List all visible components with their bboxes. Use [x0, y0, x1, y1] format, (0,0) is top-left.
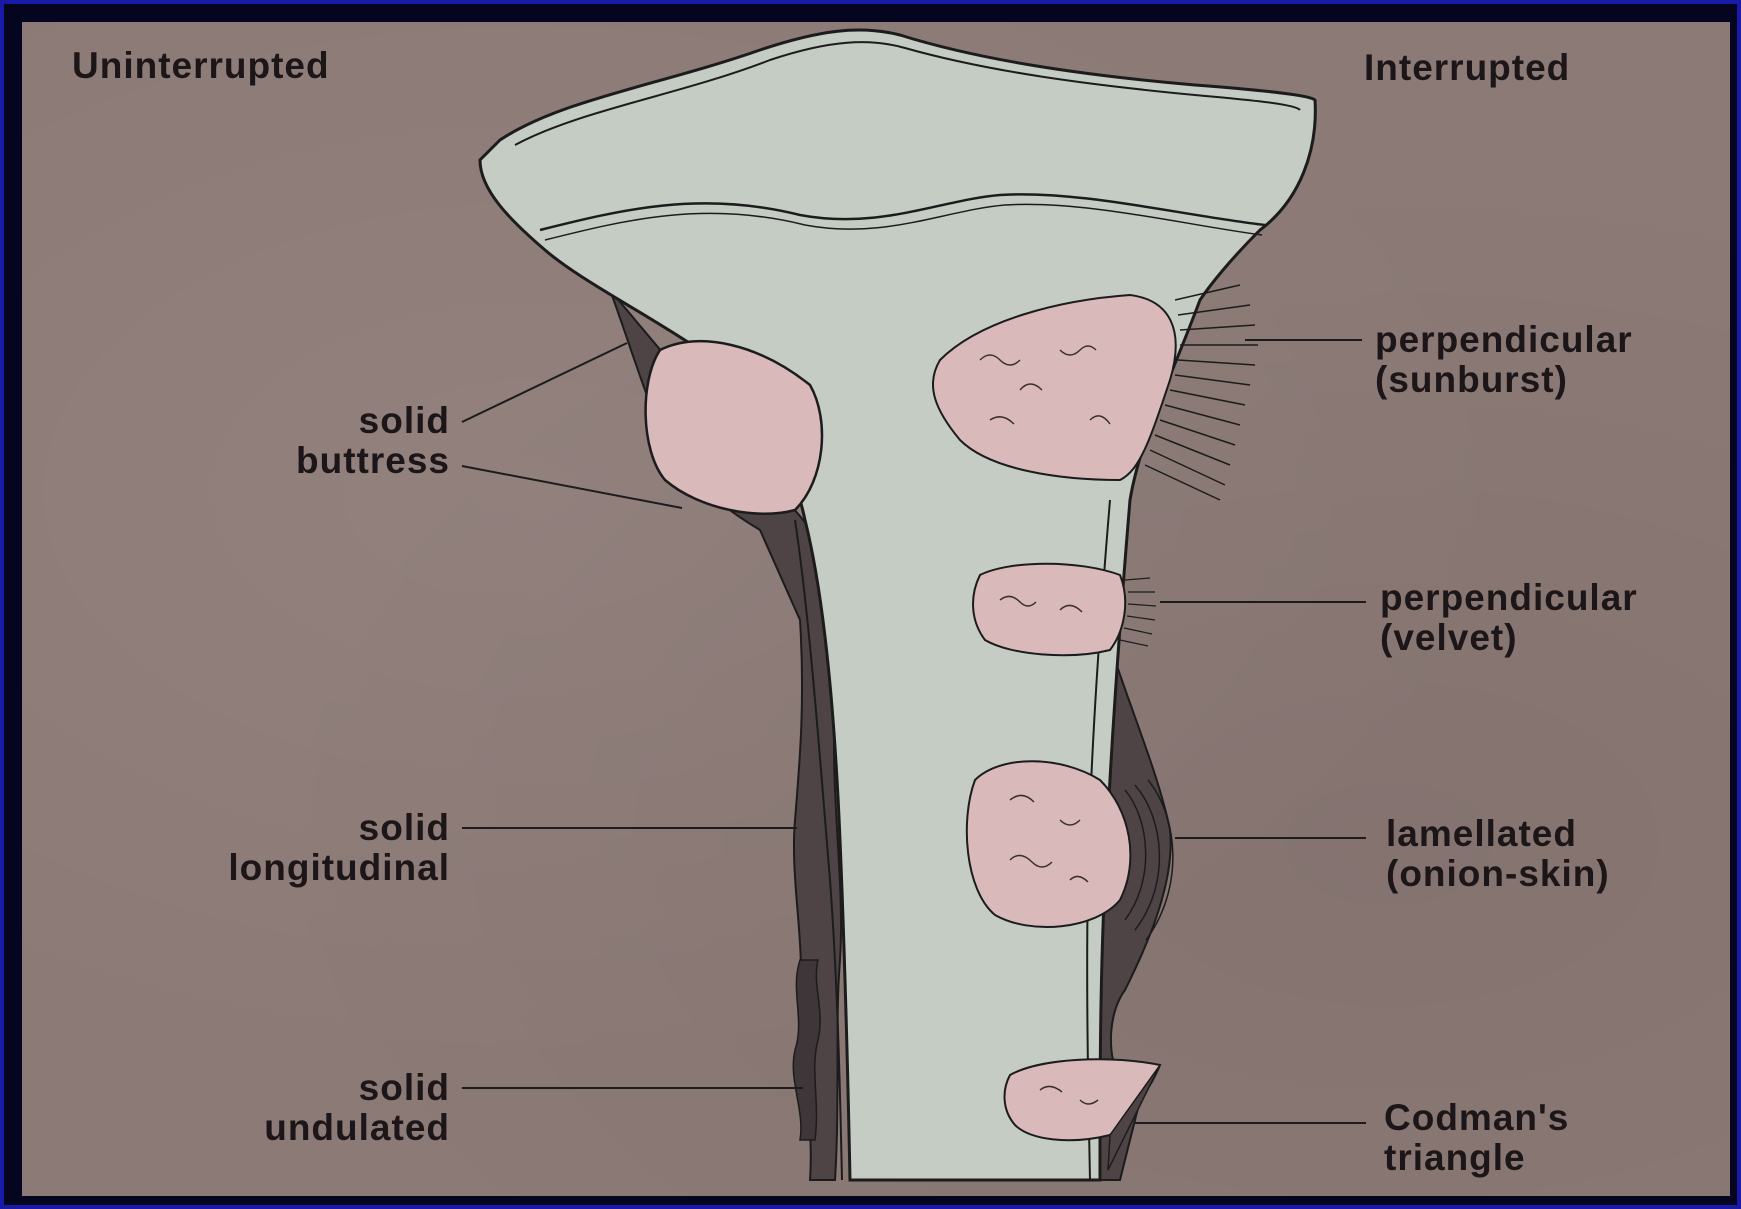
label-solid-undulated-line1: solid	[250, 1068, 450, 1108]
label-codman-line1: Codman's	[1384, 1098, 1569, 1138]
label-sunburst-line2: (sunburst)	[1375, 360, 1568, 400]
header-interrupted: Interrupted	[1364, 48, 1570, 88]
label-solid-buttress-line1: solid	[250, 401, 450, 441]
label-velvet-line1: perpendicular	[1380, 578, 1638, 618]
right-pointer-lines	[1135, 340, 1366, 1123]
label-onion-line2: (onion-skin)	[1386, 854, 1610, 894]
label-solid-longitudinal-line2: longitudinal	[120, 848, 450, 888]
label-solid-longitudinal-line1: solid	[250, 808, 450, 848]
bone-shape	[480, 30, 1315, 1180]
onion-skin-tumor	[967, 761, 1131, 927]
label-sunburst-line1: perpendicular	[1375, 320, 1633, 360]
label-codman-line2: triangle	[1384, 1138, 1526, 1178]
velvet-tumor	[973, 564, 1125, 655]
label-solid-undulated-line2: undulated	[150, 1108, 450, 1148]
left-undulated-reaction	[793, 960, 820, 1140]
label-onion-line1: lamellated	[1386, 814, 1577, 854]
header-uninterrupted: Uninterrupted	[72, 46, 330, 86]
label-solid-buttress-line2: buttress	[200, 441, 450, 481]
label-velvet-line2: (velvet)	[1380, 618, 1518, 658]
